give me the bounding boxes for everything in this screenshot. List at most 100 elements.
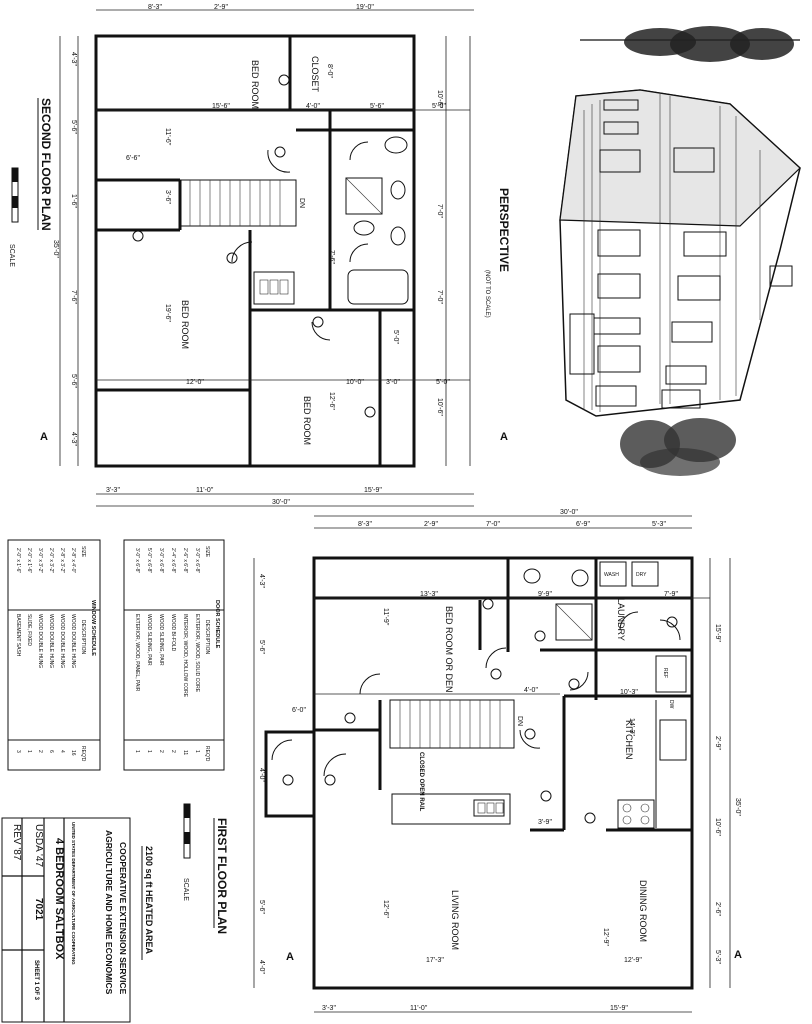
dim-text: 5'-6": [370, 103, 384, 110]
toilet-fixture: [390, 226, 406, 246]
section-mark: A: [286, 951, 294, 963]
dim-text: 12'-6": [328, 392, 335, 410]
dim-text: 5'-6": [258, 900, 265, 914]
room-label: BED ROOM: [180, 300, 190, 349]
dim-text: 6'-6": [126, 155, 140, 162]
agency: UNITED STATES DEPARTMENT OF AGRICULTURE …: [71, 822, 76, 965]
door-swing: [349, 141, 369, 161]
dim-text: 11'-0": [410, 1005, 428, 1012]
schedule-cell: 1: [134, 750, 140, 753]
dim-text: 9'-9": [538, 591, 552, 598]
door-swing: [271, 739, 293, 761]
scale-label: SCALE: [8, 244, 15, 267]
rail-label: CLOSED OPEN RAIL: [418, 752, 424, 812]
schedule-header: REQ'D: [80, 746, 86, 762]
dim-text: 3'-3": [322, 1005, 336, 1012]
schedule-cell: WOOD DOUBLE HUNG: [48, 614, 54, 668]
schedule-header: DESCRIPTION: [80, 620, 86, 655]
dim-text: 11'-0": [196, 487, 214, 494]
room-label: CLOSET: [310, 56, 320, 93]
tree-bottom: [620, 418, 736, 476]
revision: REV '87: [11, 824, 22, 861]
dim-text: 11'-9": [382, 608, 389, 626]
first-floor-title: FIRST FLOOR PLAN: [215, 818, 229, 934]
sink-fixture: [384, 136, 408, 154]
ref-label: REF: [662, 668, 668, 678]
dim-text: 12'-9": [602, 928, 609, 946]
schedule-header: DESCRIPTION: [204, 620, 210, 655]
dim-text: 3'-3": [106, 487, 120, 494]
schedule-cell: 2'-6" x 6'-8": [182, 548, 188, 573]
program-subject: AGRICULTURE AND HOME ECONOMICS: [104, 830, 114, 995]
dim-text: 19'-6": [164, 304, 171, 322]
dim-text: 7'-0": [486, 521, 500, 528]
toilet-fixture: [390, 180, 406, 200]
perspective-note: (NOT TO SCALE): [484, 270, 490, 318]
dim-text: 5'-0": [436, 379, 450, 386]
schedule-cell: 1: [26, 750, 32, 753]
kitchen-sink: [659, 719, 687, 761]
second-floor-dimension-lines: [59, 9, 474, 507]
door-swing: [359, 673, 381, 695]
schedule-cell: 5'-0" x 6'-8": [146, 548, 152, 573]
door-swing: [349, 243, 369, 263]
dim-text: 3'-6": [164, 190, 171, 204]
dim-text: 10'-0": [346, 379, 364, 386]
schedule-cell: 2: [37, 750, 43, 753]
dim-text: 10'-6": [714, 818, 721, 836]
section-mark: A: [500, 431, 508, 443]
schedule-cell: WOOD DOUBLE HUNG: [70, 614, 76, 668]
schedule-cell: WOOD DOUBLE HUNG: [37, 614, 43, 668]
dim-text: 17'-3": [426, 957, 444, 964]
dryer: [631, 561, 659, 587]
dim-text: 5'-6": [70, 120, 77, 134]
shower-fixture: [345, 177, 383, 215]
sheet-number: SHEET 1 OF 3: [33, 960, 39, 1001]
dim-text: 12'-9": [624, 957, 642, 964]
dim-text: 7'-6": [70, 290, 77, 304]
extension-service: COOPERATIVE EXTENSION SERVICE: [118, 842, 128, 995]
schedule-cell: 2'-8" x 4'-0": [70, 548, 76, 573]
schedule-cell: 1: [146, 750, 152, 753]
dim-text: 4'-3": [258, 574, 265, 588]
dim-text: 4'-0": [306, 103, 320, 110]
agency-code: USDA '47: [33, 824, 44, 867]
perspective-view: PERSPECTIVE (NOT TO SCALE) A: [484, 26, 801, 476]
first-floor-outer-wall: [312, 556, 694, 990]
dim-text: 3'-9": [538, 819, 552, 826]
dim-text: 4'-0": [524, 687, 538, 694]
dim-text: 11'-6": [164, 128, 171, 146]
schedule-header: REQ'D: [204, 746, 210, 762]
schedule-cell: 3: [15, 750, 21, 753]
dim-text: 15'-6": [212, 103, 230, 110]
bathtub-fixture: [347, 269, 409, 305]
dim-text: 14'-3": [628, 718, 635, 736]
dim-text: 10'-6": [436, 398, 443, 416]
schedule-cell: 3'-0" x 3'-2": [37, 548, 43, 573]
dim-text: 12'-0": [186, 379, 204, 386]
fireplace: [473, 799, 505, 817]
dim-text: 4'-0": [258, 768, 265, 782]
dim-text: 10'-6": [436, 90, 443, 108]
perspective-windows: [569, 99, 727, 409]
dim-text: 7'-0": [436, 290, 443, 304]
dim-text: 10'-3": [620, 689, 638, 696]
washer-label: WASH: [604, 572, 619, 578]
dim-text: 2'-9": [714, 736, 721, 750]
shower-fixture: [555, 603, 593, 641]
linen-closet: [253, 271, 295, 305]
dim-text: 19'-0": [356, 4, 374, 11]
schedule-cell: 11: [182, 750, 188, 755]
door-swing: [569, 671, 589, 691]
dim-text: 2'-9": [214, 4, 228, 11]
dim-text: 5'-0": [392, 330, 399, 344]
dim-text: 2'-6": [714, 902, 721, 916]
door-swing: [485, 647, 507, 669]
dim-text: 5'-3": [652, 521, 666, 528]
roof: [559, 89, 801, 227]
dim-text: 8'-3": [148, 4, 162, 11]
dim-text: 35'-0": [52, 240, 59, 258]
schedule-cell: 3'-0" x 6'-8": [158, 548, 164, 573]
